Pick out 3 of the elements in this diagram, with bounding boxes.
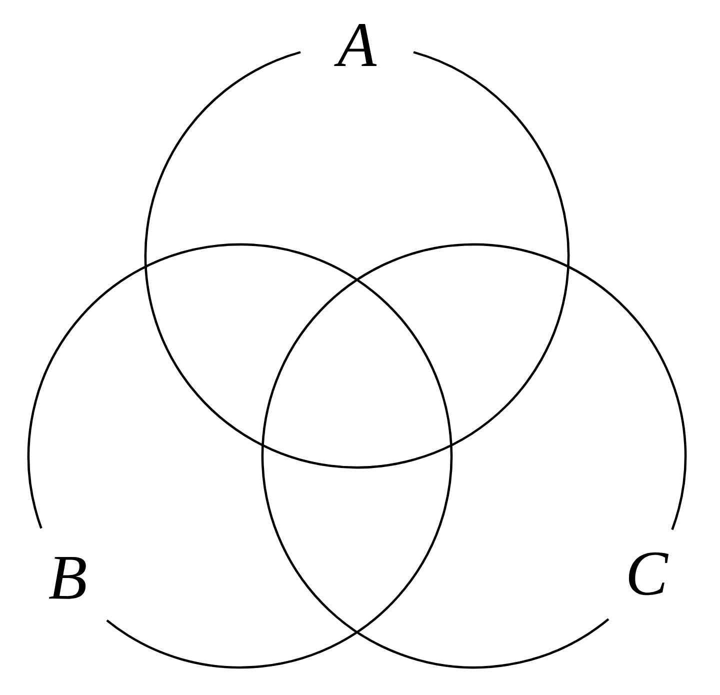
circle-label: B	[48, 556, 86, 599]
circle-label: A	[334, 24, 377, 66]
circle-label: C	[628, 552, 668, 596]
